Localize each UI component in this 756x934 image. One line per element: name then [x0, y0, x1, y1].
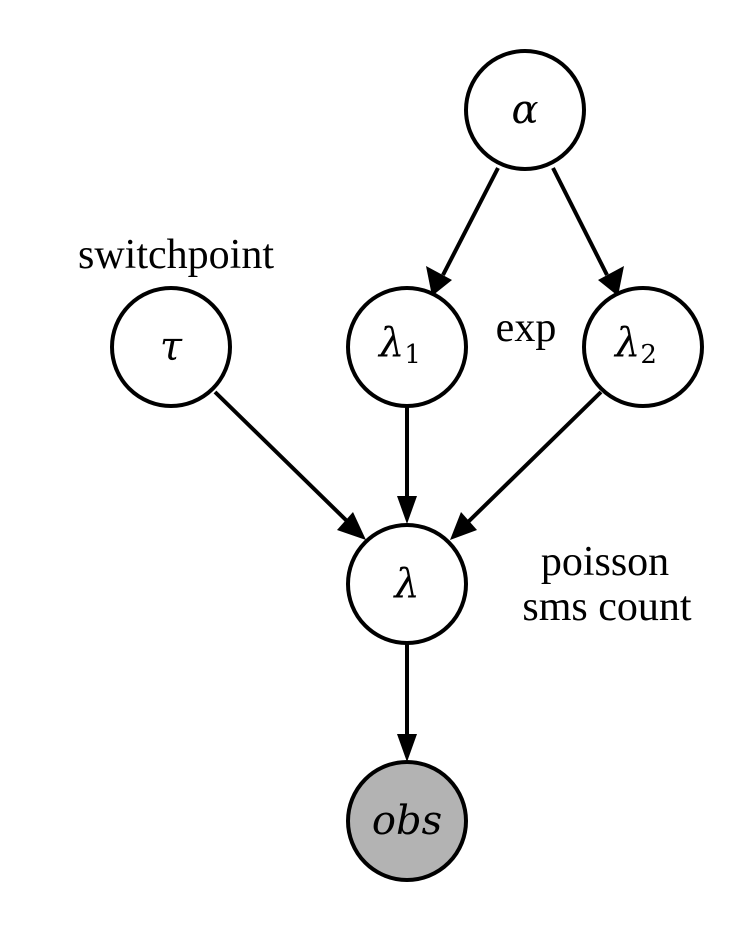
node-lambda2-label: λ2 [613, 320, 657, 370]
node-lambda2-subscript: 2 [640, 340, 657, 370]
node-obs-label: obs [372, 798, 442, 844]
node-lambda1: λ1 [346, 286, 468, 408]
node-lambda1-label: λ1 [377, 320, 421, 370]
node-tau-label: τ [160, 324, 183, 370]
node-alpha-label: α [511, 87, 538, 133]
edge-lambda1-to-lambda [397, 407, 417, 524]
edge-alpha-to-lambda2 [551, 167, 624, 296]
annotation-sms-count: sms count [522, 584, 692, 630]
nodes-layer: α τ λ1 λ2 λ obs [110, 49, 704, 882]
node-obs: obs [346, 760, 468, 882]
node-lambda1-subscript: 1 [404, 340, 421, 370]
node-lambda: λ [346, 523, 468, 645]
annotation-switchpoint: switchpoint [78, 232, 274, 278]
edge-lambda2-to-lambda [450, 390, 603, 540]
node-tau: τ [110, 286, 232, 408]
node-lambda2: λ2 [582, 286, 704, 408]
edge-alpha-to-lambda1 [426, 167, 500, 296]
node-alpha: α [464, 49, 586, 171]
edges-layer [213, 167, 624, 762]
node-lambda-label: λ [392, 561, 419, 607]
edge-tau-to-lambda [213, 390, 366, 540]
edge-lambda-to-obs [397, 644, 417, 762]
annotation-exp: exp [496, 305, 557, 351]
annotation-poisson: poisson [541, 539, 669, 585]
annotations-layer: switchpoint exp poisson sms count [78, 232, 692, 630]
